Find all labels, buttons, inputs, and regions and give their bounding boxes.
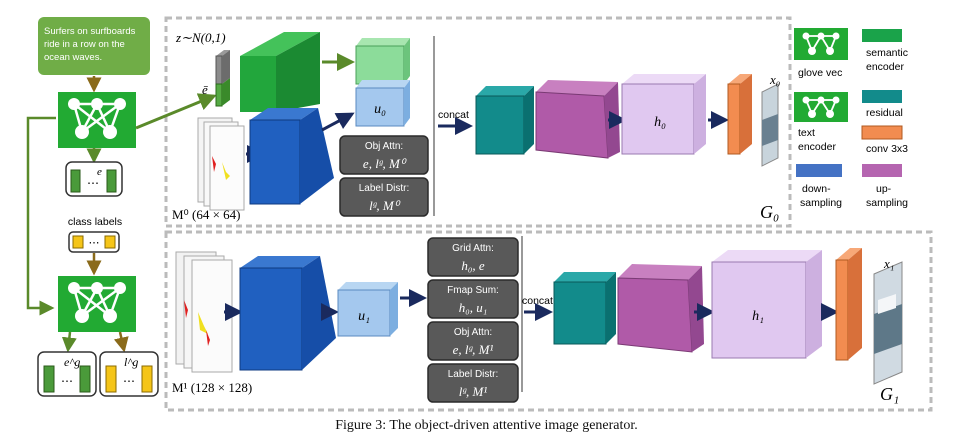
stage0-box-0: Obj Attn: e, lᵍ, M⁰: [339, 135, 429, 175]
legend-label-4b: sampling: [800, 197, 842, 209]
stage0-frame: [164, 16, 792, 228]
legend-label-0: glove vec: [798, 67, 842, 79]
class-labels-box: ⋯: [68, 231, 120, 253]
u0-label: u₀: [374, 102, 386, 117]
legend: glove vec semantic encoder text encoder …: [794, 28, 908, 209]
lg-label: l^g: [124, 355, 138, 369]
svg-text:⋯: ⋯: [87, 176, 99, 190]
legend-label-6b: sampling: [866, 197, 908, 209]
u0-cube: u₀: [355, 80, 410, 127]
text-encoder-network-icon: [58, 92, 136, 148]
stage1-box-title: Obj Attn:: [454, 327, 492, 338]
downsampling-block-0: [249, 108, 334, 205]
legend-label-5: conv 3x3: [866, 143, 908, 155]
residual-block-1: [553, 272, 616, 345]
legend-label-2a: text: [798, 127, 815, 139]
encoder-to-lg-arrow: [113, 331, 129, 353]
class-labels-title: class labels: [68, 216, 122, 228]
concat-label-1: concat: [522, 295, 553, 307]
stage1-box-1: Fmap Sum: h₀, u₁: [427, 279, 519, 319]
legend-text-encoder-icon: [794, 92, 848, 122]
stage1-frame: [164, 230, 933, 412]
g1-label: G₁: [880, 384, 899, 404]
layout-maps-0: [197, 117, 245, 211]
encoder-to-ebar-arrow: [135, 93, 217, 130]
noise-ebar-column: [215, 50, 230, 107]
noise-label: z∼N(0,1): [175, 30, 226, 45]
stage0-box-title: Label Distr:: [359, 183, 410, 194]
word-vectors-eg: ⋯ e^g: [37, 351, 97, 397]
stage1-box-title: Grid Attn:: [452, 243, 494, 254]
conv3x3-block-0: [727, 74, 752, 155]
word-vec-label: e: [97, 166, 102, 178]
stage1-box-formula: lᵍ, M¹: [459, 384, 488, 399]
legend-label-3: residual: [866, 107, 903, 119]
stage0-box-formula: lᵍ, M⁰: [369, 198, 401, 213]
stage1-box-formula: h₀, e: [461, 258, 485, 273]
legend-label-1b: encoder: [866, 61, 904, 73]
g0-label: G₀: [760, 202, 779, 222]
upsampling-block-0: [535, 80, 620, 159]
h0-label: h₀: [654, 115, 666, 130]
encoder-to-eg-arrow: [61, 331, 77, 353]
legend-swatch-upsampling: [862, 164, 902, 177]
stage1-box-title: Fmap Sum:: [447, 285, 499, 296]
legend-glove-vec-icon: [794, 28, 848, 60]
generated-image-x0: [761, 83, 779, 167]
legend-label-1a: semantic: [866, 47, 908, 59]
stage1-box-3: Label Distr: lᵍ, M¹: [427, 363, 519, 403]
legend-label-4a: down-: [802, 183, 831, 195]
conv3x3-block-1: [835, 248, 862, 361]
downsampling-block-1: [239, 256, 336, 371]
stage0-box-title: Obj Attn:: [365, 141, 403, 152]
svg-text:⋯: ⋯: [123, 374, 135, 388]
layout-label-1: M¹ (128 × 128): [172, 380, 252, 395]
x1-label: x₁: [883, 256, 894, 271]
residual-block-0: [475, 86, 534, 155]
semantic-encoder-network-icon: [58, 276, 136, 332]
eg-label: e^g: [64, 355, 80, 369]
h1-block: h₁: [711, 250, 822, 359]
stage1-box-2: Obj Attn: e, lᵍ, M¹: [427, 321, 519, 361]
concat-label-0: concat: [438, 109, 469, 121]
layout-maps-1: [175, 251, 233, 373]
svg-text:⋯: ⋯: [61, 374, 73, 388]
upsampling-block-1: [617, 264, 704, 353]
h1-label: h₁: [752, 309, 764, 324]
legend-label-6a: up-: [876, 183, 892, 195]
side-bracket-arrow: [26, 116, 56, 316]
generated-image-x1: [873, 261, 903, 385]
ebar-label: ē: [202, 82, 208, 97]
legend-swatch-conv3x3: [861, 125, 903, 140]
figure-caption: Figure 3: The object-driven attentive im…: [335, 418, 638, 433]
noise-feature-cube: [355, 38, 410, 85]
stage0-box-1: Label Distr: lᵍ, M⁰: [339, 177, 429, 217]
x0-label: x₀: [769, 72, 780, 87]
svg-text:⋯: ⋯: [89, 237, 100, 249]
stage1-box-0: Grid Attn: h₀, e: [427, 237, 519, 277]
u1-label: u₁: [358, 309, 370, 324]
legend-swatch-semantic-encoder: [862, 29, 902, 42]
layout-label-0: M⁰ (64 × 64): [172, 207, 241, 222]
legend-swatch-downsampling: [796, 164, 842, 177]
label-vectors-lg: ⋯ l^g: [99, 351, 159, 397]
h0-block: h₀: [621, 74, 706, 155]
stage1-box-formula: e, lᵍ, M¹: [453, 342, 494, 357]
legend-label-2b: encoder: [798, 141, 836, 153]
stage1-box-formula: h₀, u₁: [459, 300, 488, 315]
stage1-box-title: Label Distr:: [448, 369, 499, 380]
stage0-box-formula: e, lᵍ, M⁰: [363, 156, 407, 171]
u1-cube: u₁: [337, 282, 398, 337]
fc-block-green: [240, 32, 320, 112]
word-vectors-e: ⋯ e: [65, 161, 123, 197]
legend-swatch-residual: [862, 90, 902, 103]
down0-to-u0-arrow: [321, 112, 355, 132]
